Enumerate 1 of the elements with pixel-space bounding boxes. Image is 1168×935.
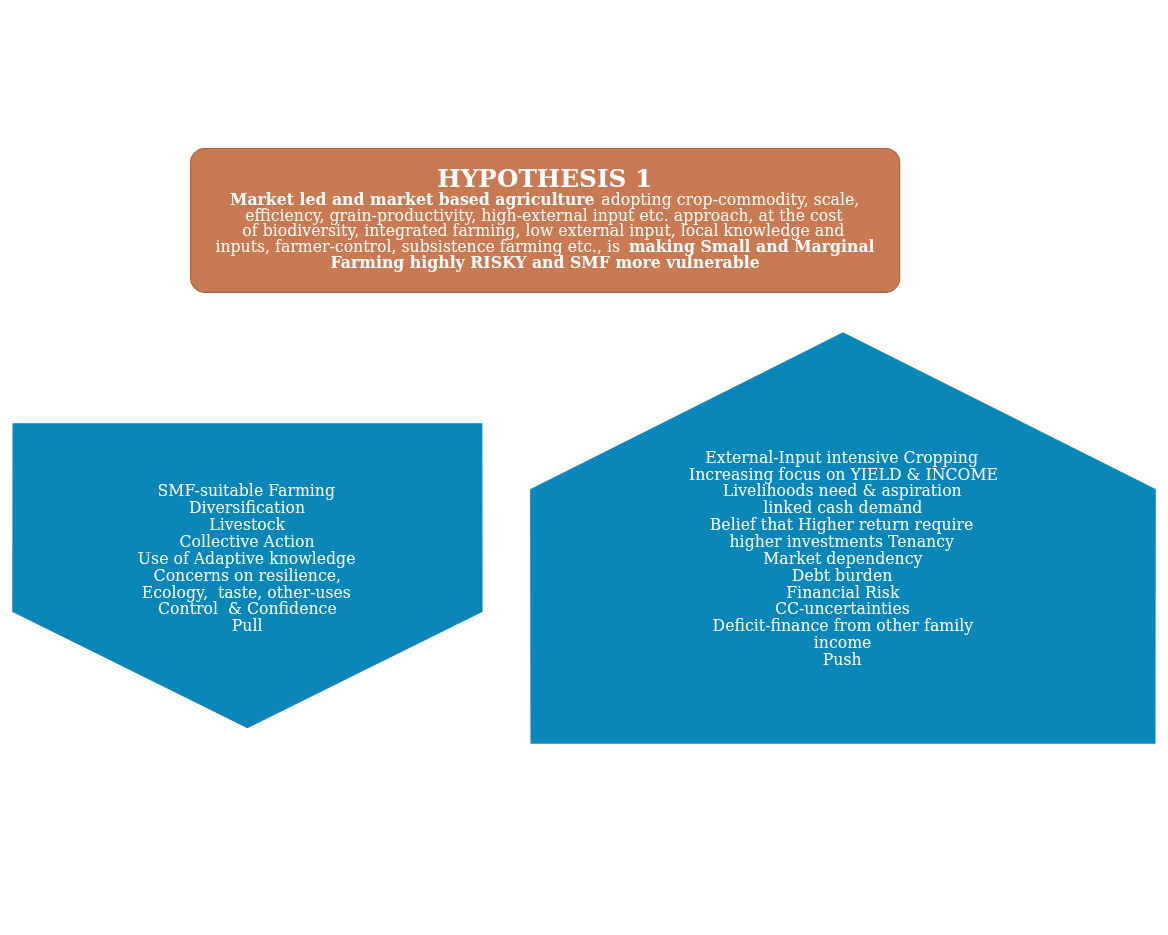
node-box: HYPOTHESIS 1 Market led and market based agriculture adopting crop-commodity, scale, efficiency, grain-productivity, high-external input etc. approach, at the cost of biodiversity, integrated farming, low external input, local knowledge and inputs, farmer-control, subsistence farming etc., is making Small and Marginal Farming highly RISKY and SMF more vulnerable (190, 147, 901, 293)
